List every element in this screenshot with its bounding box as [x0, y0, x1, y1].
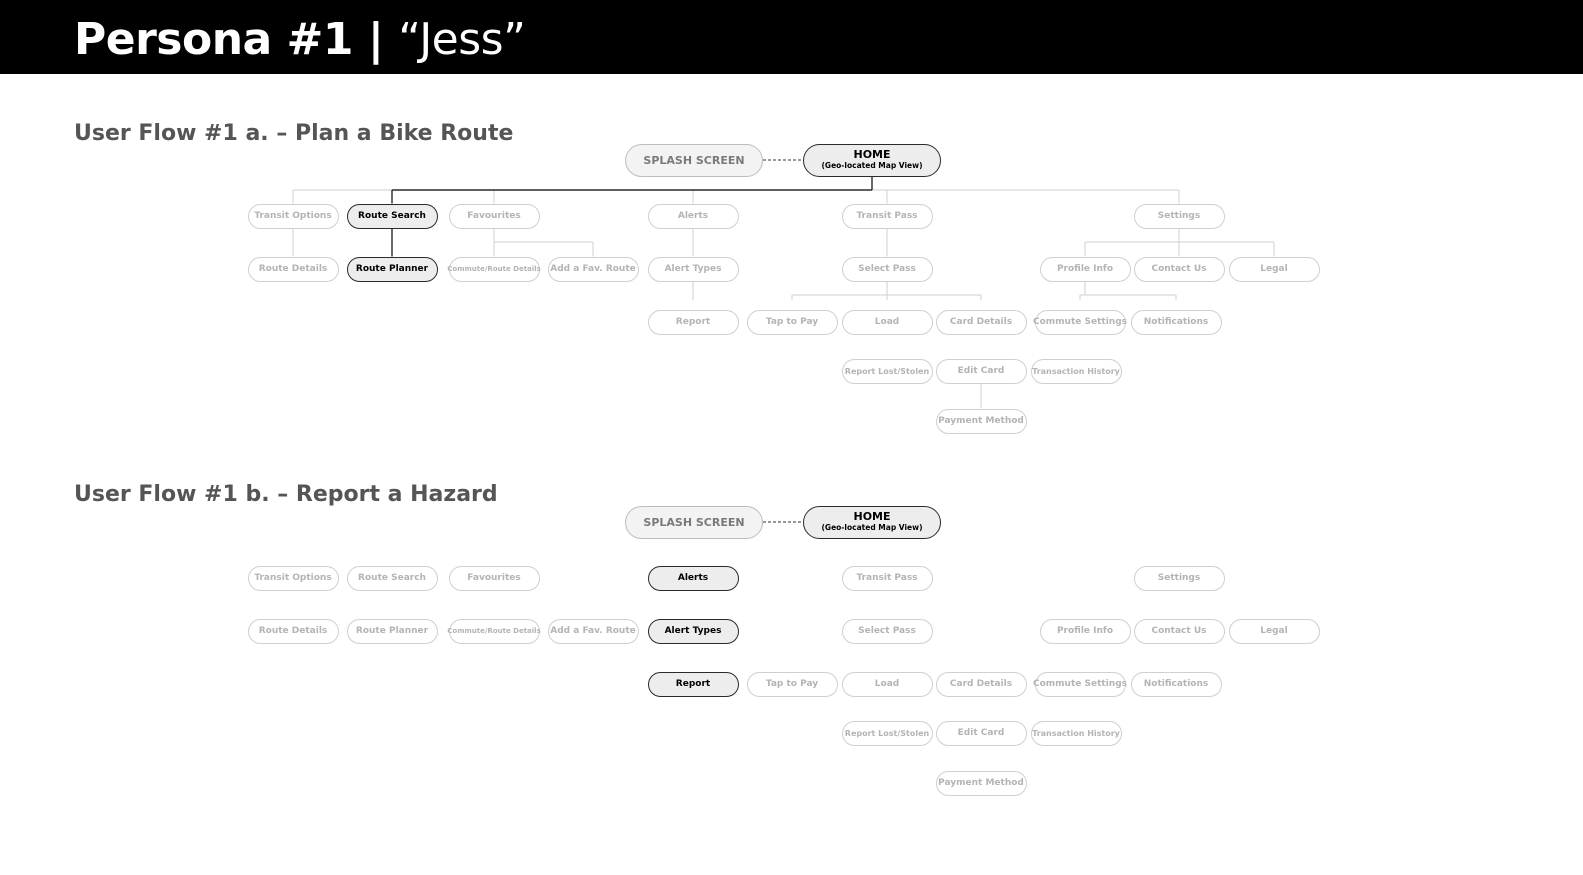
node-home-label: HOME [853, 510, 891, 523]
page-title-persona: Persona #1 | [74, 14, 384, 65]
node-favourites: Favourites [448, 203, 540, 229]
node-transaction-history: Transaction History [1030, 720, 1122, 746]
node-route-search: Route Search [346, 203, 438, 229]
node-route-planner: Route Planner [346, 618, 438, 644]
node-transit-pass: Transit Pass [841, 565, 933, 591]
flow-a-diagram: SPLASH SCREEN HOME(Geo-located Map View) T… [0, 0, 1583, 434]
header-bar [0, 0, 1583, 74]
node-route-details: Route Details [247, 256, 339, 282]
node-commute-route-details: Commute/Route Details [447, 256, 541, 282]
node-contact-us: Contact Us [1133, 618, 1225, 644]
page-title: Persona #1 | “Jess” [74, 10, 526, 70]
node-profile-info: Profile Info [1039, 618, 1131, 644]
node-select-pass: Select Pass [841, 256, 933, 282]
node-notifications: Notifications [1130, 309, 1222, 335]
node-splash: SPLASH SCREEN [625, 143, 763, 177]
node-route-search: Route Search [346, 565, 438, 591]
node-settings: Settings [1133, 203, 1225, 229]
node-home: HOME(Geo-located Map View) [803, 505, 941, 539]
node-home-label: HOME [853, 148, 891, 161]
node-legal: Legal [1228, 618, 1320, 644]
node-transit-pass: Transit Pass [841, 203, 933, 229]
node-notifications: Notifications [1130, 671, 1222, 697]
node-transit-options: Transit Options [247, 203, 339, 229]
node-tap-to-pay: Tap to Pay [746, 309, 838, 335]
node-card-details: Card Details [935, 309, 1027, 335]
node-transaction-history: Transaction History [1030, 358, 1122, 384]
flow-a-title: User Flow #1 a. – Plan a Bike Route [74, 121, 514, 146]
node-alerts: Alerts [647, 203, 739, 229]
flow-b-diagram: SPLASH SCREEN HOME(Geo-located Map View) T… [0, 362, 1583, 796]
node-splash: SPLASH SCREEN [625, 505, 763, 539]
node-route-details: Route Details [247, 618, 339, 644]
node-favourites: Favourites [448, 565, 540, 591]
node-tap-to-pay: Tap to Pay [746, 671, 838, 697]
node-route-planner: Route Planner [346, 256, 438, 282]
node-add-fav-route: Add a Fav. Route [547, 256, 639, 282]
node-alert-types: Alert Types [647, 256, 739, 282]
node-alert-types: Alert Types [647, 618, 739, 644]
node-home-sublabel: (Geo-located Map View) [821, 523, 923, 532]
connector-lines [763, 383, 982, 523]
node-alerts: Alerts [647, 565, 739, 591]
node-select-pass: Select Pass [841, 618, 933, 644]
node-report: Report [647, 309, 739, 335]
node-payment-method: Payment Method [935, 770, 1027, 796]
node-load: Load [841, 671, 933, 697]
node-home: HOME(Geo-located Map View) [803, 143, 941, 177]
node-edit-card: Edit Card [935, 358, 1027, 384]
node-commute-settings: Commute Settings [1033, 671, 1127, 697]
connector-lines [292, 159, 1275, 300]
node-report: Report [647, 671, 739, 697]
node-home-sublabel: (Geo-located Map View) [821, 161, 923, 170]
node-legal: Legal [1228, 256, 1320, 282]
node-transit-options: Transit Options [247, 565, 339, 591]
node-contact-us: Contact Us [1133, 256, 1225, 282]
page-title-name: “Jess” [398, 14, 526, 65]
flow-b-title: User Flow #1 b. – Report a Hazard [74, 482, 498, 507]
node-settings: Settings [1133, 565, 1225, 591]
node-edit-card: Edit Card [935, 720, 1027, 746]
node-report-lost-stolen: Report Lost/Stolen [841, 358, 933, 384]
node-payment-method: Payment Method [935, 408, 1027, 434]
node-profile-info: Profile Info [1039, 256, 1131, 282]
node-card-details: Card Details [935, 671, 1027, 697]
node-report-lost-stolen: Report Lost/Stolen [841, 720, 933, 746]
node-add-fav-route: Add a Fav. Route [547, 618, 639, 644]
node-commute-route-details: Commute/Route Details [447, 618, 541, 644]
node-load: Load [841, 309, 933, 335]
node-commute-settings: Commute Settings [1033, 309, 1127, 335]
